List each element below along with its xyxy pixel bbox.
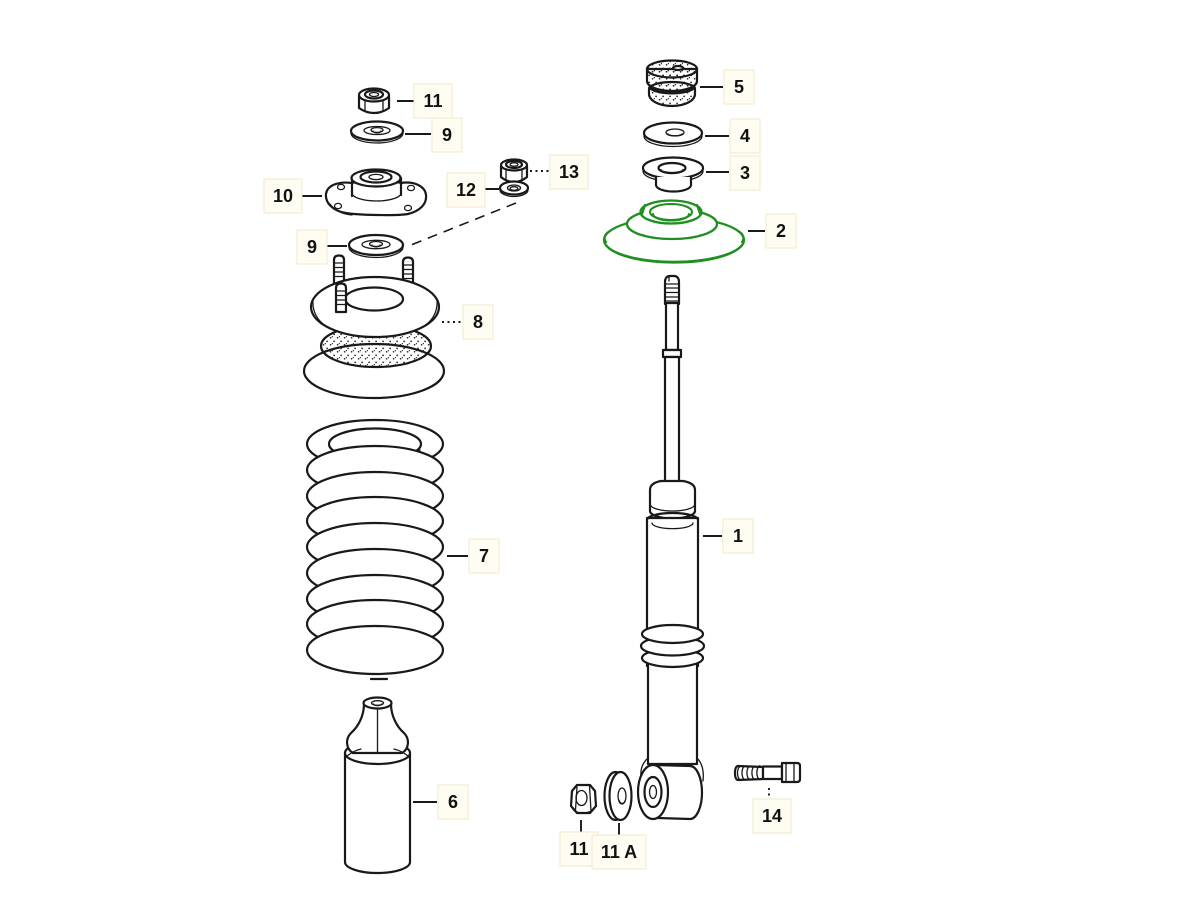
callouts: 11 9 10 9 13 12 8 7 <box>263 69 797 870</box>
callout-box <box>722 518 754 554</box>
callout-box <box>752 798 792 834</box>
callout-label: 9 <box>307 237 317 257</box>
callout-9-mid[interactable]: 9 <box>296 229 328 265</box>
callout-label: 2 <box>776 221 786 241</box>
part-11-top-nut[interactable] <box>357 87 391 115</box>
callout-box <box>437 784 469 820</box>
part-9-mid-washer[interactable] <box>347 233 405 259</box>
callout-label: 6 <box>448 792 458 812</box>
callout-label: 9 <box>442 125 452 145</box>
reference-dashed-line <box>405 202 517 248</box>
callout-label: 10 <box>273 186 293 206</box>
callout-box <box>446 172 486 208</box>
stud <box>334 282 348 314</box>
callout-5[interactable]: 5 <box>723 69 755 105</box>
part-13-nut[interactable] <box>499 158 529 184</box>
leader-lines <box>296 86 770 835</box>
callout-box <box>591 834 647 870</box>
callout-box <box>462 304 494 340</box>
callout-label: 11 <box>423 91 442 111</box>
callout-box <box>729 118 761 154</box>
part-5-rubber-buffer[interactable] <box>645 59 699 108</box>
callout-label: 7 <box>479 546 489 566</box>
callout-13[interactable]: 13 <box>549 154 589 190</box>
callout-3[interactable]: 3 <box>729 155 761 191</box>
callout-box <box>468 538 500 574</box>
stud <box>332 254 346 286</box>
part-11a-washer[interactable] <box>603 770 633 822</box>
part-10-strut-mount[interactable] <box>324 168 428 217</box>
callout-box <box>431 117 463 153</box>
spring-coil <box>305 624 445 676</box>
callout-box <box>723 69 755 105</box>
part-3-cup-washer[interactable] <box>641 156 705 193</box>
callout-8[interactable]: 8 <box>462 304 494 340</box>
callout-label: 8 <box>473 312 483 332</box>
part-8-upper-spring-seat[interactable] <box>302 254 446 400</box>
callout-box <box>549 154 589 190</box>
callout-box <box>263 178 303 214</box>
callout-12[interactable]: 12 <box>446 172 486 208</box>
part-7-coil-spring[interactable] <box>305 418 445 681</box>
callout-label: 11 A <box>601 842 637 862</box>
callout-label: 3 <box>740 163 750 183</box>
callout-box <box>765 213 797 249</box>
callout-2[interactable]: 2 <box>765 213 797 249</box>
callout-11-top[interactable]: 11 <box>413 83 453 119</box>
callout-11a[interactable]: 11 A <box>591 834 647 870</box>
callout-14[interactable]: 14 <box>752 798 792 834</box>
callout-label: 5 <box>734 77 744 97</box>
callout-label: 14 <box>762 806 782 826</box>
part-6-bump-stop-tube[interactable] <box>343 696 412 875</box>
callout-box <box>413 83 453 119</box>
callout-1[interactable]: 1 <box>722 518 754 554</box>
part-11-bottom-nut[interactable] <box>569 783 598 815</box>
callout-9-top[interactable]: 9 <box>431 117 463 153</box>
callout-4[interactable]: 4 <box>729 118 761 154</box>
callout-7[interactable]: 7 <box>468 538 500 574</box>
callout-label: 4 <box>740 126 750 146</box>
callout-label: 13 <box>559 162 579 182</box>
part-12-washer[interactable] <box>498 180 530 198</box>
callout-label: 1 <box>733 526 743 546</box>
part-4-washer[interactable] <box>642 121 704 148</box>
callout-box <box>729 155 761 191</box>
callout-10[interactable]: 10 <box>263 178 303 214</box>
callout-box <box>296 229 328 265</box>
callout-label: 11 <box>569 839 588 859</box>
part-1-shock-absorber[interactable] <box>636 274 706 821</box>
callout-6[interactable]: 6 <box>437 784 469 820</box>
part-14-bolt[interactable] <box>733 761 802 784</box>
part-9-top-washer[interactable] <box>349 120 405 144</box>
callout-label: 12 <box>456 180 476 200</box>
part-2-spring-plate-highlighted[interactable] <box>602 199 746 264</box>
